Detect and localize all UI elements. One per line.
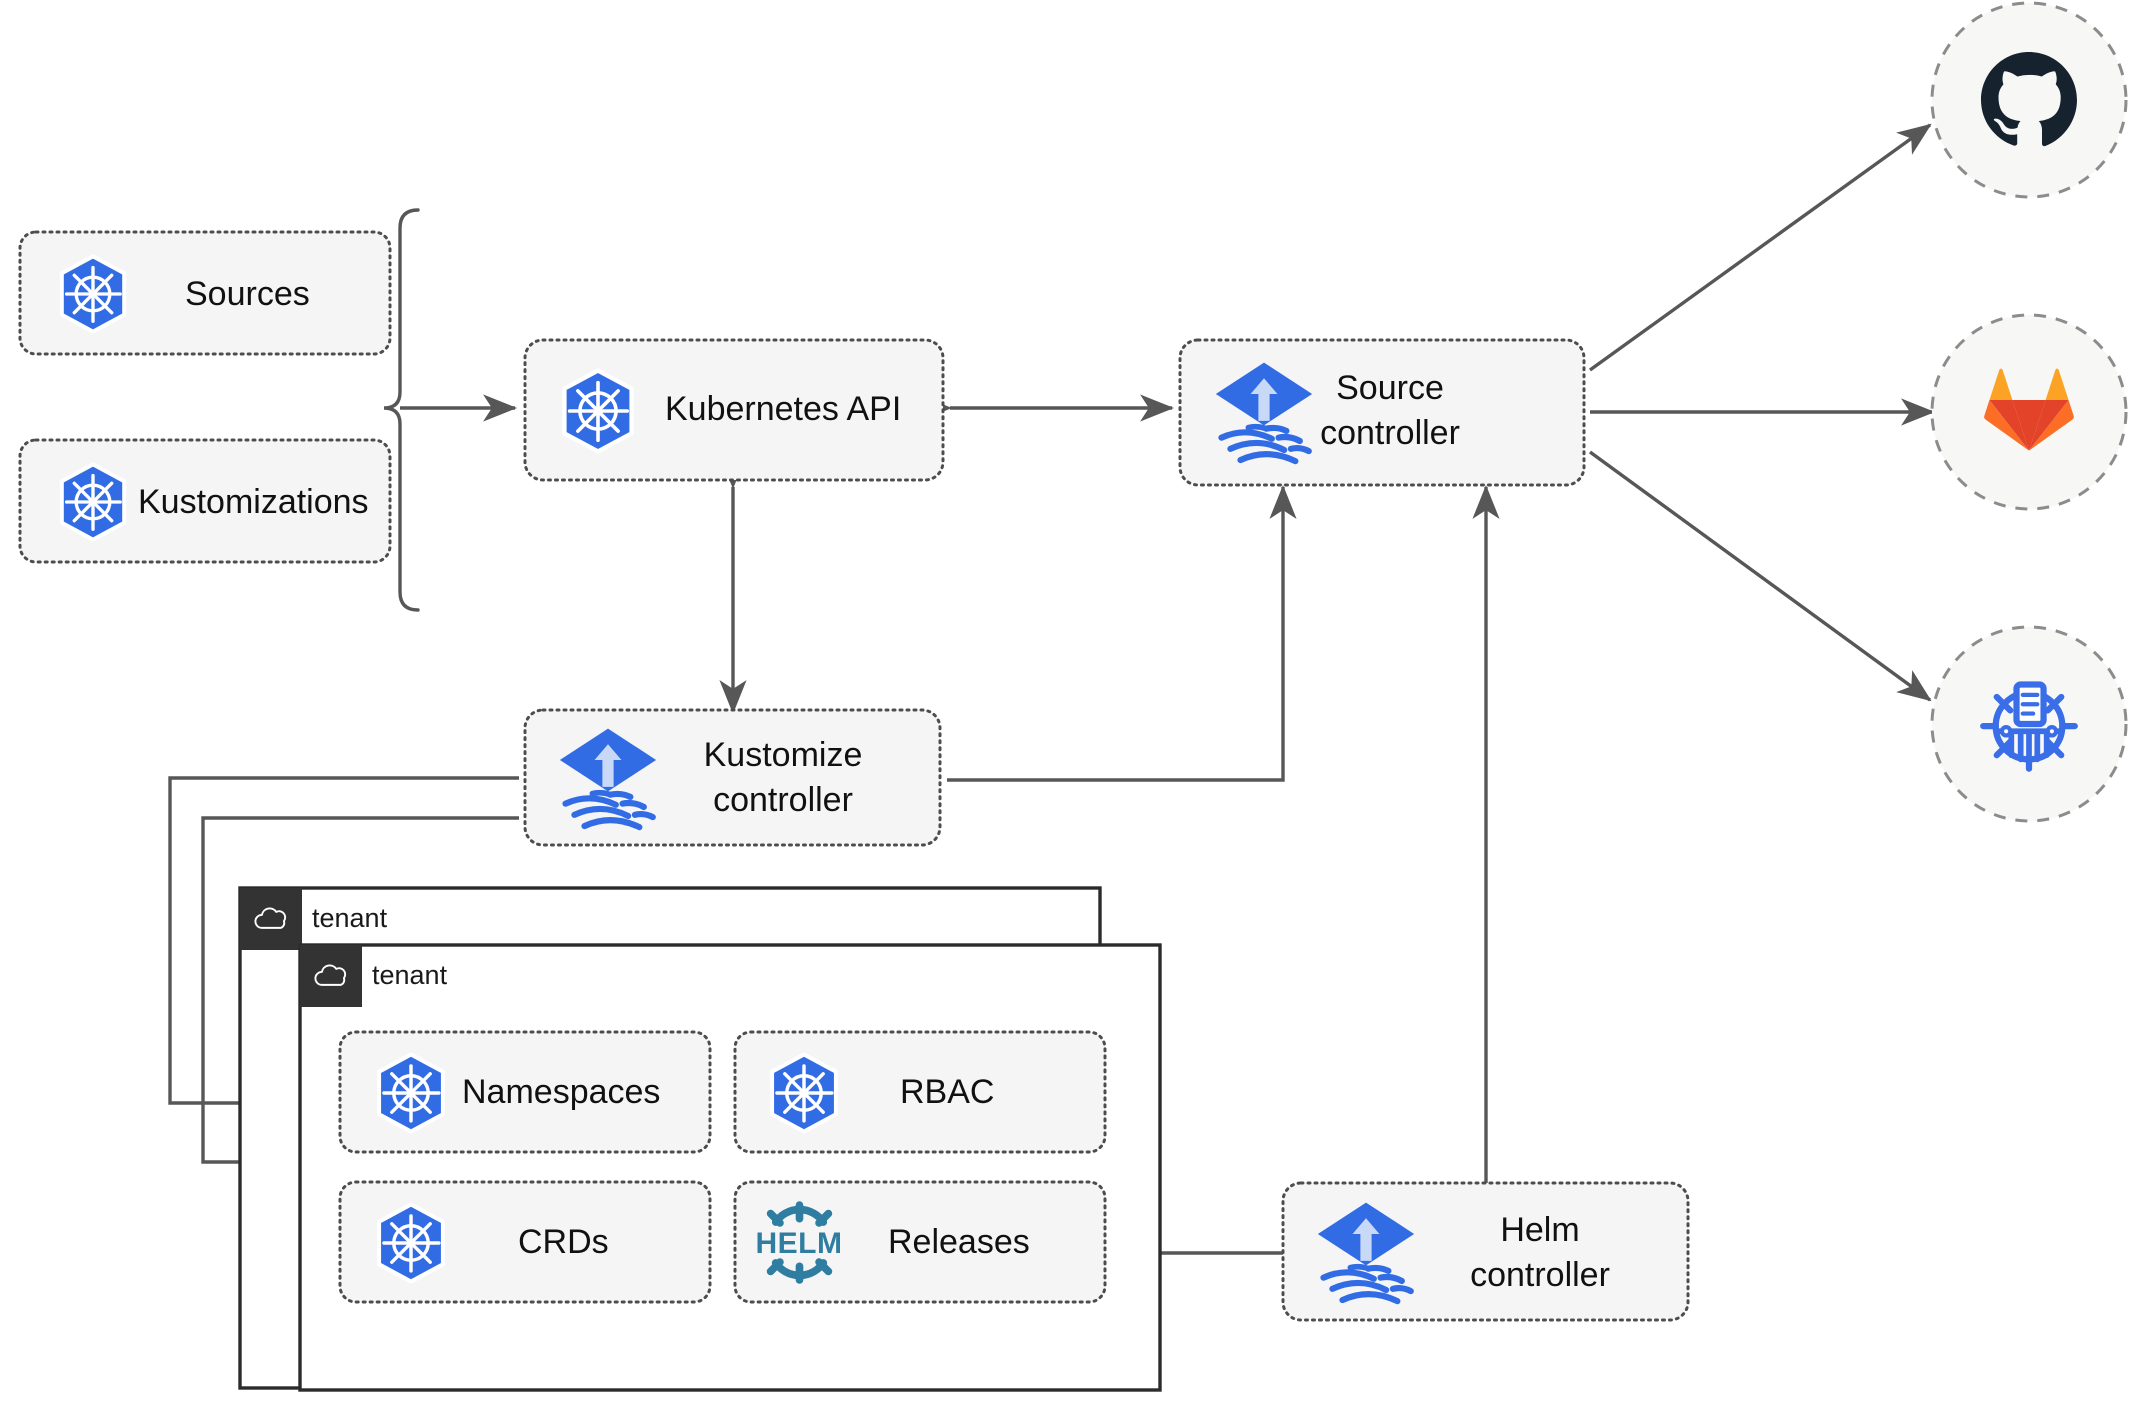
node-kubernetes-api-frame <box>523 338 945 482</box>
tenant-inner-tab <box>300 945 362 1007</box>
endpoint-github-circle <box>1930 1 2128 199</box>
node-rbac[interactable]: RBAC <box>733 1030 1107 1154</box>
node-crds-label: CRDs <box>518 1223 609 1261</box>
node-sources-label: Sources <box>185 275 310 313</box>
node-sources-frame <box>18 230 392 356</box>
helm-icon: HELM <box>752 1205 847 1280</box>
node-kubernetes-api[interactable]: Kubernetes API <box>523 338 945 482</box>
node-sources[interactable]: Sources <box>18 230 392 356</box>
node-source-controller[interactable]: Source controller <box>1178 338 1586 487</box>
chart-repository-icon <box>1983 684 2075 768</box>
tenant-inner-label: tenant <box>372 960 448 990</box>
tenant-outer-tab <box>240 888 302 950</box>
node-source-controller-label-line1: Source <box>1336 369 1444 407</box>
edge-kustomizectl-tenant-outer <box>168 776 519 1117</box>
node-rbac-frame <box>733 1030 1107 1154</box>
node-kustomizations[interactable]: Kustomizations <box>18 438 392 564</box>
tenant-inner[interactable]: tenant <box>298 943 1162 1392</box>
kubernetes-icon <box>379 1054 443 1131</box>
endpoint-gitlab[interactable] <box>1930 313 2128 511</box>
node-kustomize-controller-label-line2: controller <box>713 781 853 819</box>
tenant-outer-label: tenant <box>312 903 388 933</box>
kubernetes-icon <box>59 462 127 542</box>
node-kustomize-controller[interactable]: Kustomize controller <box>523 708 942 847</box>
edge-kustomizectl-sourcectl <box>947 484 1297 782</box>
node-namespaces-label: Namespaces <box>462 1073 660 1111</box>
edge-brace-group <box>383 208 420 612</box>
kubernetes-icon <box>564 371 631 452</box>
kubernetes-icon <box>772 1054 836 1131</box>
node-kustomizations-frame <box>18 438 392 564</box>
tenant-inner-frame <box>298 943 1162 1392</box>
endpoint-helm-repository[interactable] <box>1930 625 2128 823</box>
node-releases-label: Releases <box>888 1223 1030 1261</box>
node-helm-controller-label-line2: controller <box>1470 1256 1610 1294</box>
node-rbac-label: RBAC <box>900 1073 994 1111</box>
node-source-controller-frame <box>1178 338 1586 487</box>
helm-wordmark: HELM <box>756 1227 843 1260</box>
node-helm-controller-label-line1: Helm <box>1500 1211 1579 1249</box>
edge-layer <box>168 123 1936 1267</box>
edge-sourcectl-github <box>1589 123 1932 372</box>
node-helm-controller[interactable]: Helm controller <box>1281 1181 1690 1322</box>
node-crds[interactable]: CRDs <box>338 1180 712 1304</box>
node-kustomizations-label: Kustomizations <box>138 483 369 521</box>
node-source-controller-label-line2: controller <box>1320 414 1460 452</box>
edge-sourcectl-chartrepo <box>1588 450 1932 702</box>
endpoint-github[interactable] <box>1930 1 2128 199</box>
kubernetes-icon <box>379 1204 443 1281</box>
node-releases[interactable]: HELM Releases <box>733 1180 1107 1304</box>
node-kubernetes-api-label: Kubernetes API <box>665 390 901 428</box>
node-kustomize-controller-label-line1: Kustomize <box>704 736 863 774</box>
kubernetes-icon <box>59 254 127 334</box>
node-namespaces[interactable]: Namespaces <box>338 1030 712 1154</box>
